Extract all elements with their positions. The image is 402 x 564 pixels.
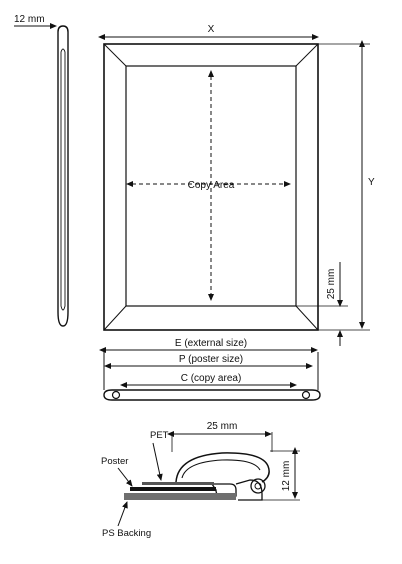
profile-height-label: 12 mm (281, 461, 292, 492)
side-profile: 12 mm (14, 14, 69, 327)
side-thickness-label: 12 mm (14, 14, 45, 25)
copy-area-size-label: C (copy area) (181, 373, 242, 384)
poster-layer (130, 487, 216, 491)
frame-outer (103, 43, 319, 331)
ps-backing-layer (124, 493, 236, 500)
profile-detail: 25 mm 12 mm PET Poster PS Backing (101, 421, 300, 539)
border-width-label: 25 mm (326, 269, 337, 300)
ps-backing-label: PS Backing (102, 528, 151, 539)
pet-label: PET (150, 430, 169, 441)
cross-section: E (external size) P (poster size) C (cop… (99, 338, 321, 401)
profile-width-label: 25 mm (207, 421, 238, 432)
height-label: Y (368, 177, 375, 188)
copy-area-label: Copy Area (188, 180, 235, 191)
front-view: X Y 25 mm Copy Area (98, 24, 375, 346)
poster-size-label: P (poster size) (179, 354, 243, 365)
pet-layer (142, 482, 214, 485)
poster-label: Poster (101, 456, 128, 467)
width-label: X (208, 24, 215, 35)
external-size-label: E (external size) (175, 338, 247, 349)
section-profile-bar (103, 389, 321, 401)
